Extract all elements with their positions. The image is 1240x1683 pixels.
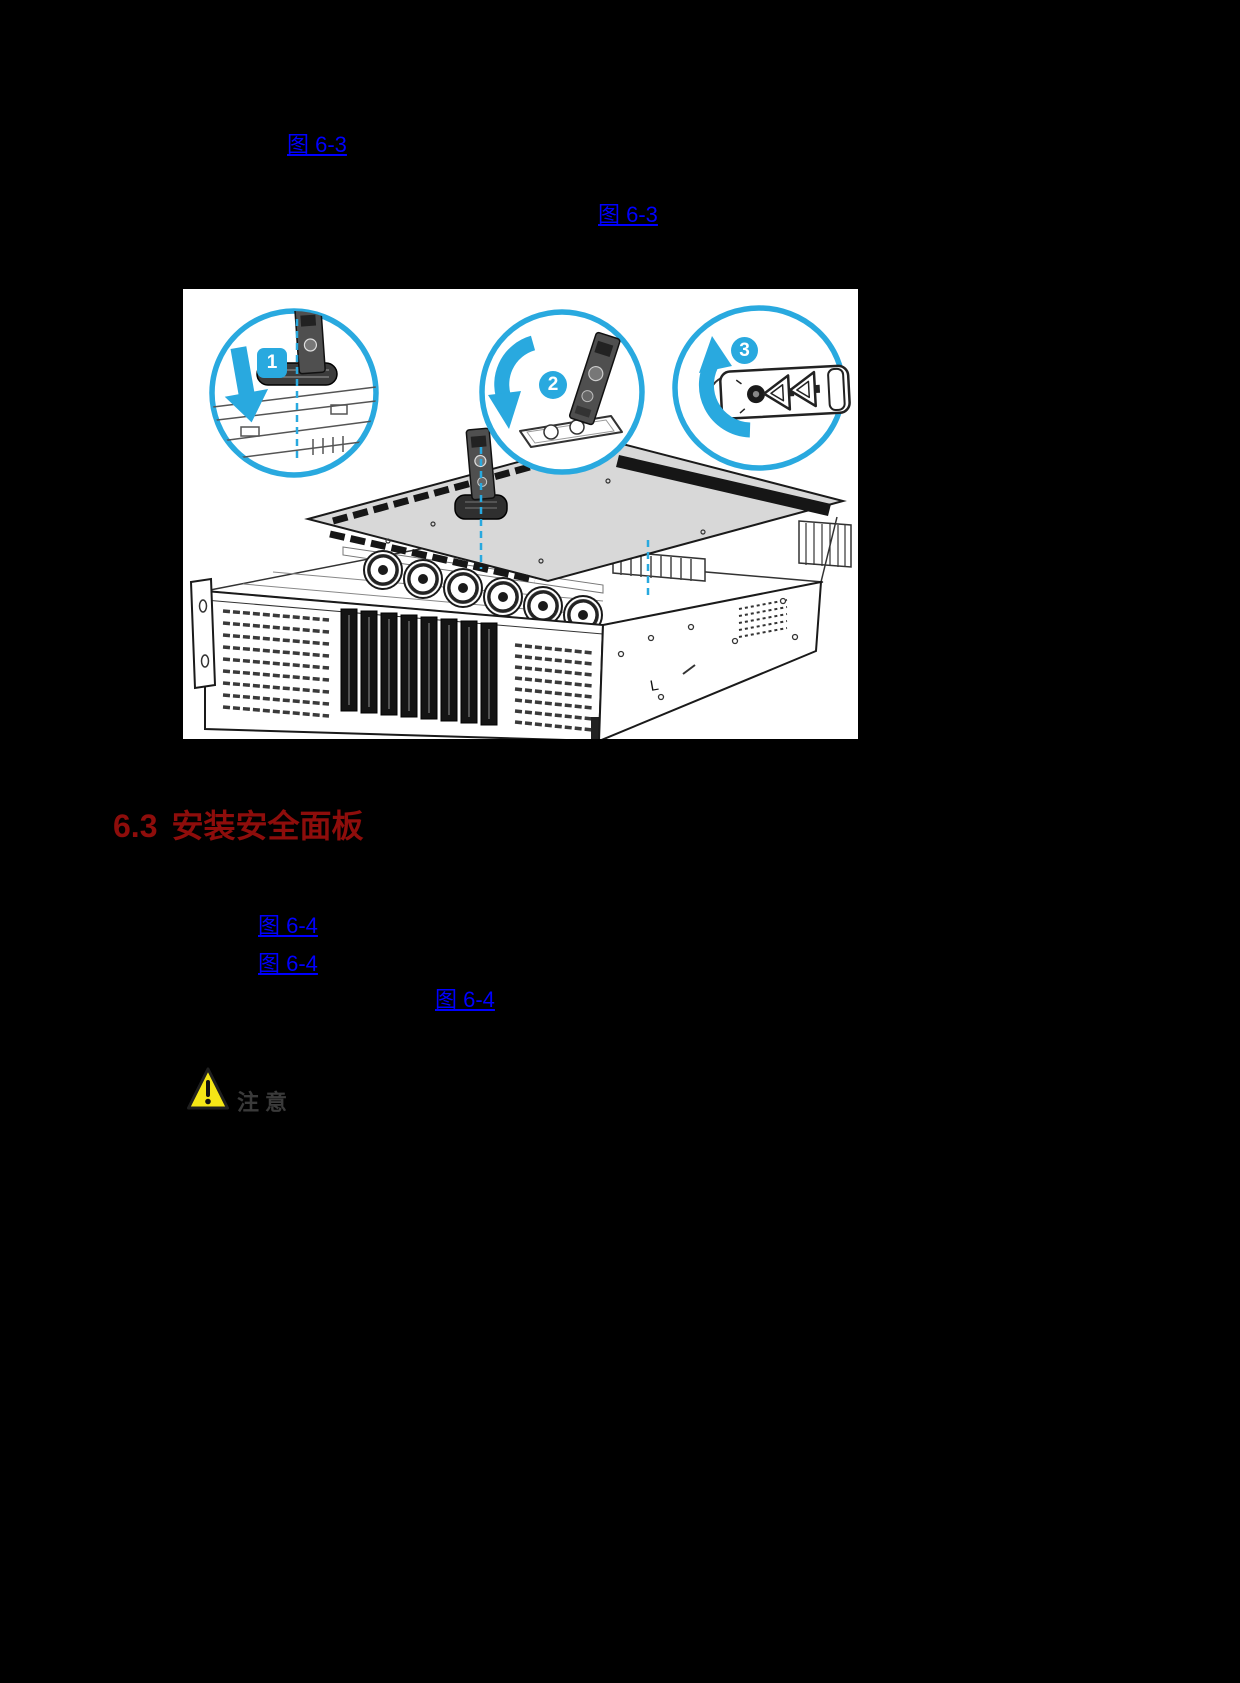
drive-bays: [340, 608, 498, 726]
figure-access-panel-removal: L: [183, 289, 858, 739]
press-down-arrow-icon: [224, 346, 269, 423]
vent-grille-right: [514, 643, 594, 732]
notice-label: 注意: [237, 1090, 294, 1115]
latch-open: [568, 331, 621, 426]
section-title: 安装安全面板: [171, 808, 364, 844]
latch-closed: [294, 311, 326, 375]
unlock-arrow-icon: [698, 336, 751, 438]
callout-step-1: [209, 308, 379, 478]
vent-grille-left: [222, 609, 330, 718]
step-1-badge: 1: [257, 348, 287, 378]
bezel-lock-strip: [719, 364, 851, 420]
section-heading: 6.3 安装安全面板: [113, 806, 364, 846]
callout-step-3: [672, 305, 851, 471]
link-fig-6-3-second[interactable]: 图 6-3: [598, 202, 658, 227]
link-fig-6-4-first[interactable]: 图 6-4: [258, 913, 318, 938]
access-panel-cover: [304, 427, 847, 595]
link-fig-6-4-second[interactable]: 图 6-4: [258, 951, 318, 976]
chassis-side-panel: L: [598, 580, 823, 739]
section-number: 6.3: [113, 808, 158, 844]
rotate-arrow-icon: [488, 335, 536, 429]
server-illustration: L: [189, 305, 852, 739]
rack-ear: [189, 577, 217, 690]
step-3-badge: 3: [731, 337, 758, 364]
link-fig-6-4-third[interactable]: 图 6-4: [435, 987, 495, 1012]
warning-triangle-icon: [186, 1066, 230, 1112]
unlock-direction-triangles: [762, 370, 821, 411]
cover-latch: [454, 427, 508, 569]
link-fig-6-3-first[interactable]: 图 6-3: [287, 132, 347, 157]
svg-text:L: L: [649, 677, 660, 695]
step-2-badge: 2: [539, 371, 567, 399]
rear-finned-module: [798, 516, 852, 583]
